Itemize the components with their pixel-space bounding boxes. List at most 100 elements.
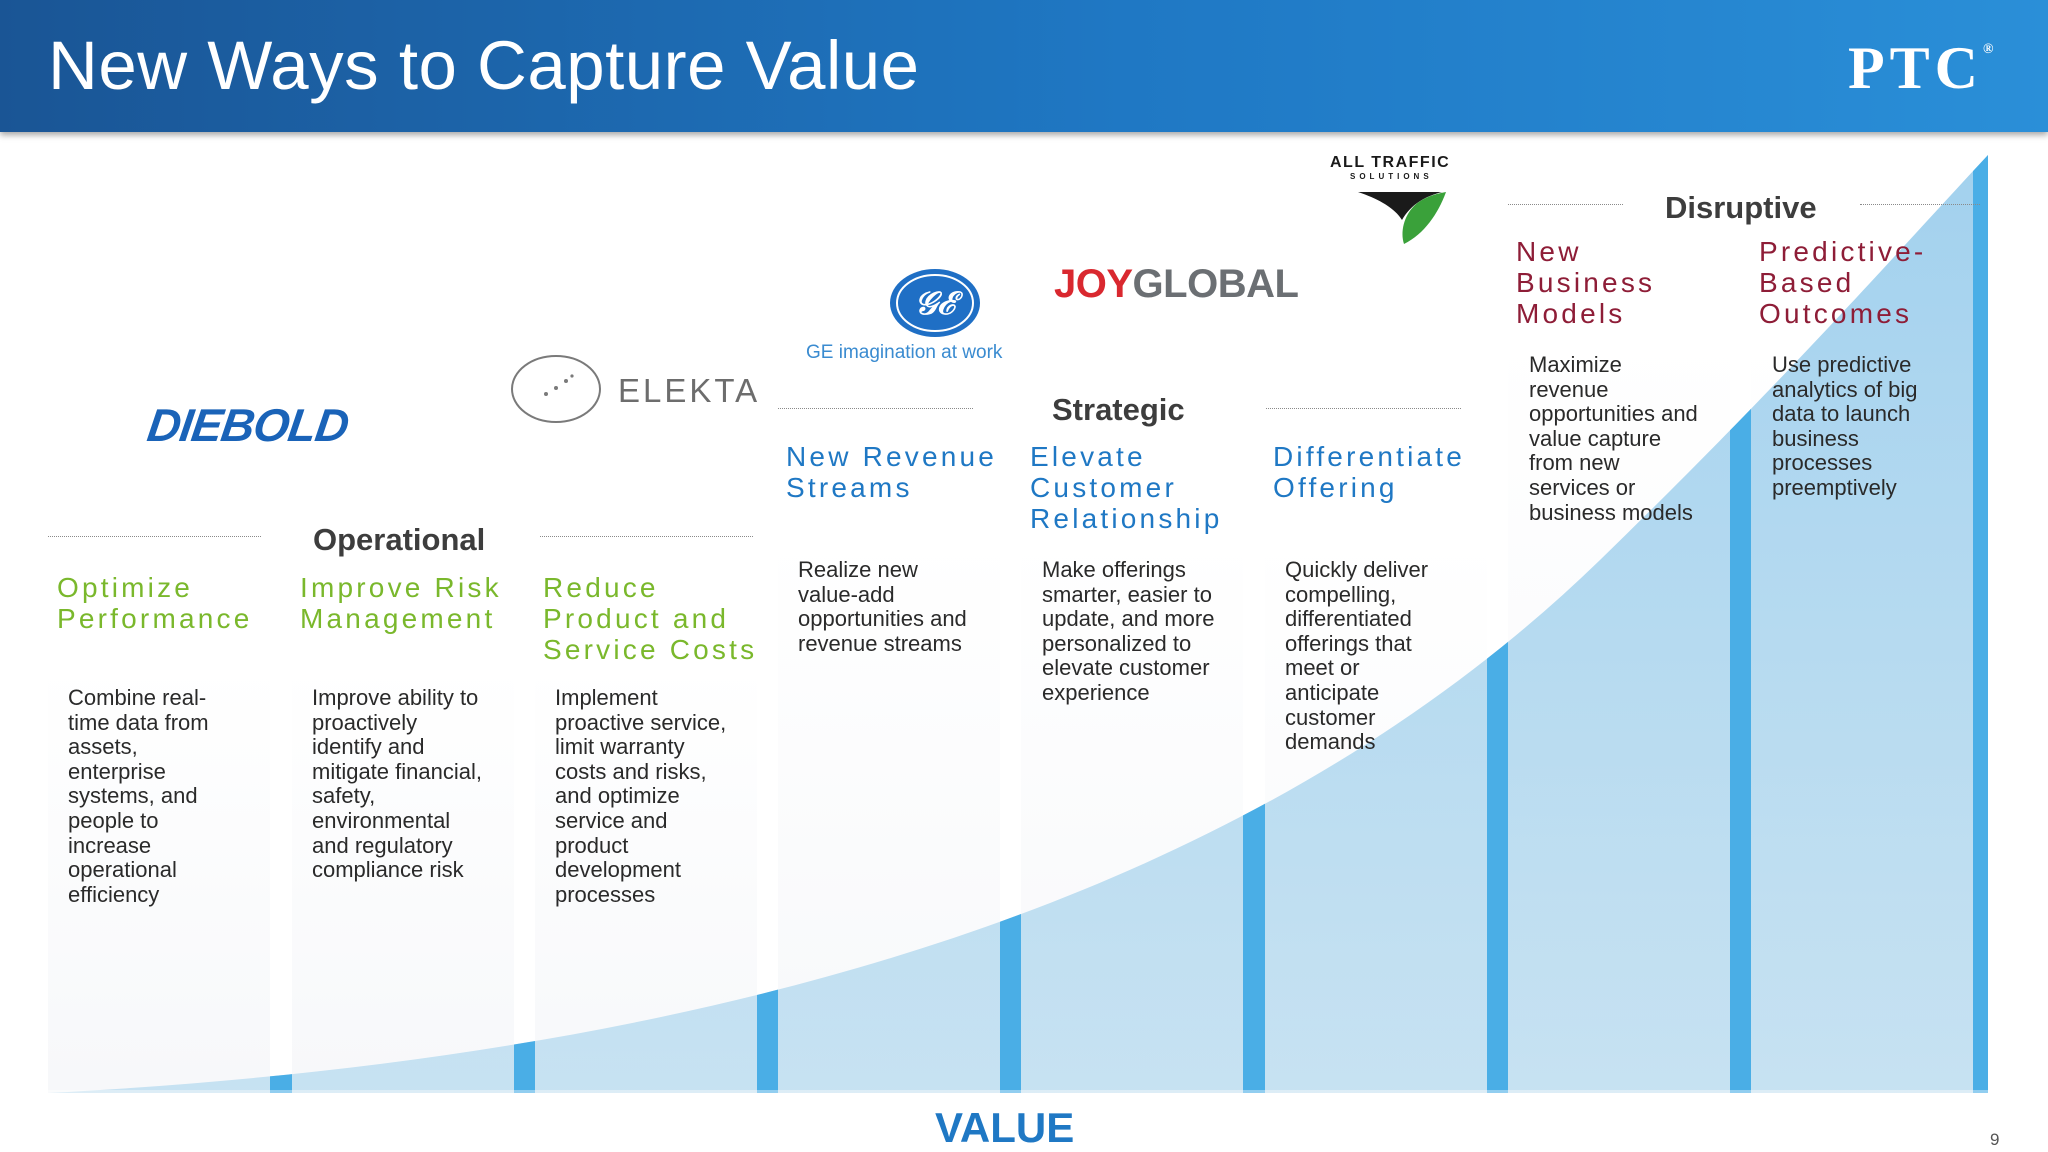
desc-line: elevate customer	[1042, 655, 1210, 681]
desc-line: environmental	[312, 807, 451, 833]
operational-rule-left	[48, 536, 261, 537]
ge-tagline: GE imagination at work	[806, 342, 1003, 363]
desc-line: business	[1772, 425, 1859, 451]
title-line: Offering	[1273, 472, 1398, 503]
title-line: Service Costs	[543, 634, 758, 665]
elekta-logo-text: ELEKTA	[618, 372, 761, 409]
desc-line: Quickly deliver	[1285, 557, 1429, 582]
desc-line: systems, and	[68, 783, 198, 809]
title-line: Performance	[57, 603, 253, 634]
title-line: Differentiate	[1273, 441, 1466, 472]
disruptive-rule-left	[1508, 204, 1623, 205]
column-title-differentiate: Differentiate Offering	[1273, 441, 1465, 503]
column-title-predictive-outcomes: Predictive- Based Outcomes	[1759, 236, 1926, 329]
desc-line: assets,	[68, 734, 138, 760]
desc-line: personalized to	[1042, 630, 1192, 656]
group-heading-strategic: Strategic	[1052, 392, 1185, 427]
desc-line: Improve ability to	[312, 685, 479, 710]
desc-line: preemptively	[1772, 474, 1897, 500]
desc-line: compelling,	[1285, 581, 1397, 607]
desc-line: offerings that	[1285, 630, 1412, 656]
desc-line: services or	[1529, 474, 1636, 500]
desc-line: product	[555, 832, 629, 858]
column-desc-1: Combine real- time data from assets, ent…	[68, 685, 209, 907]
desc-line: Implement	[555, 685, 658, 710]
title-line: Models	[1516, 298, 1626, 329]
title-line: Customer	[1030, 472, 1177, 503]
column-title-improve-risk: Improve Risk Management	[300, 572, 502, 634]
desc-line: business models	[1529, 499, 1693, 525]
column-title-elevate-customer: Elevate Customer Relationship	[1030, 441, 1223, 534]
title-line: New	[1516, 236, 1582, 267]
column-desc-4: Realize new value-add opportunities and …	[798, 557, 967, 656]
desc-line: and regulatory	[312, 832, 453, 858]
desc-line: enterprise	[68, 758, 166, 784]
title-line: Elevate	[1030, 441, 1146, 472]
joyglobal-logo-part2: GLOBAL	[1132, 262, 1299, 306]
desc-line: data to launch	[1772, 401, 1911, 427]
column-desc-7: Maximize revenue opportunities and value…	[1529, 352, 1698, 525]
title-line: Product and	[543, 603, 730, 634]
desc-line: proactive service,	[555, 709, 727, 735]
ptc-logo: PTC®	[1848, 34, 1993, 103]
desc-line: Combine real-	[68, 685, 207, 710]
column-desc-5: Make offerings smarter, easier to update…	[1042, 557, 1214, 706]
title-line: Optimize	[57, 572, 194, 603]
desc-line: Make offerings	[1042, 557, 1186, 582]
desc-line: identify and	[312, 734, 425, 760]
desc-line: opportunities and	[798, 606, 967, 632]
slide-title: New Ways to Capture Value	[48, 27, 920, 104]
desc-line: and optimize	[555, 783, 680, 809]
column-desc-6: Quickly deliver compelling, differentiat…	[1285, 557, 1429, 755]
column-desc-3: Implement proactive service, limit warra…	[555, 685, 727, 907]
desc-line: smarter, easier to	[1042, 581, 1212, 607]
page-number: 9	[1990, 1130, 2000, 1149]
desc-line: operational	[68, 857, 177, 883]
column-bg-1	[48, 665, 270, 1093]
desc-line: revenue streams	[798, 630, 962, 656]
desc-line: demands	[1285, 729, 1376, 755]
desc-line: limit warranty	[555, 734, 685, 760]
desc-line: proactively	[312, 709, 418, 735]
title-line: Reduce	[543, 572, 659, 603]
alltraffic-logo-text: ALL TRAFFIC	[1330, 154, 1451, 171]
alltraffic-swoosh-icon	[1358, 192, 1446, 244]
strategic-rule-left	[778, 408, 973, 409]
desc-line: efficiency	[68, 881, 160, 907]
desc-line: analytics of big	[1772, 376, 1918, 402]
title-line: New Revenue	[786, 441, 998, 472]
joyglobal-logo: JOYGLOBAL	[1054, 262, 1299, 307]
desc-line: differentiated	[1285, 606, 1412, 632]
desc-line: experience	[1042, 679, 1150, 705]
title-line: Predictive-	[1759, 236, 1927, 267]
group-heading-operational: Operational	[313, 522, 486, 557]
desc-line: time data from	[68, 709, 209, 735]
desc-line: opportunities and	[1529, 401, 1698, 427]
title-line: Improve Risk	[300, 572, 502, 603]
desc-line: from new	[1529, 450, 1620, 476]
registered-mark: ®	[1983, 42, 1994, 57]
title-line: Based	[1759, 267, 1855, 298]
desc-line: Use predictive	[1772, 352, 1912, 377]
column-desc-8: Use predictive analytics of big data to …	[1772, 352, 1918, 501]
elekta-logo-mark	[511, 355, 601, 423]
desc-line: anticipate	[1285, 679, 1380, 705]
strategic-rule-right	[1266, 408, 1461, 409]
operational-rule-right	[540, 536, 753, 537]
title-line: Streams	[786, 472, 913, 503]
column-desc-2: Improve ability to proactively identify …	[312, 685, 482, 883]
desc-line: Realize new	[798, 557, 918, 582]
header-bar: New Ways to Capture Value PTC®	[0, 0, 2048, 132]
desc-line: people to	[68, 807, 159, 833]
desc-line: Maximize	[1529, 352, 1622, 377]
desc-line: mitigate financial,	[312, 758, 482, 784]
desc-line: safety,	[312, 783, 376, 809]
disruptive-rule-right	[1860, 204, 1980, 205]
desc-line: customer	[1285, 704, 1376, 730]
desc-line: processes	[1772, 450, 1873, 476]
desc-line: value-add	[798, 581, 895, 607]
joyglobal-logo-part1: JOY	[1054, 262, 1133, 306]
desc-line: service and	[555, 807, 668, 833]
group-heading-disruptive: Disruptive	[1665, 190, 1817, 225]
